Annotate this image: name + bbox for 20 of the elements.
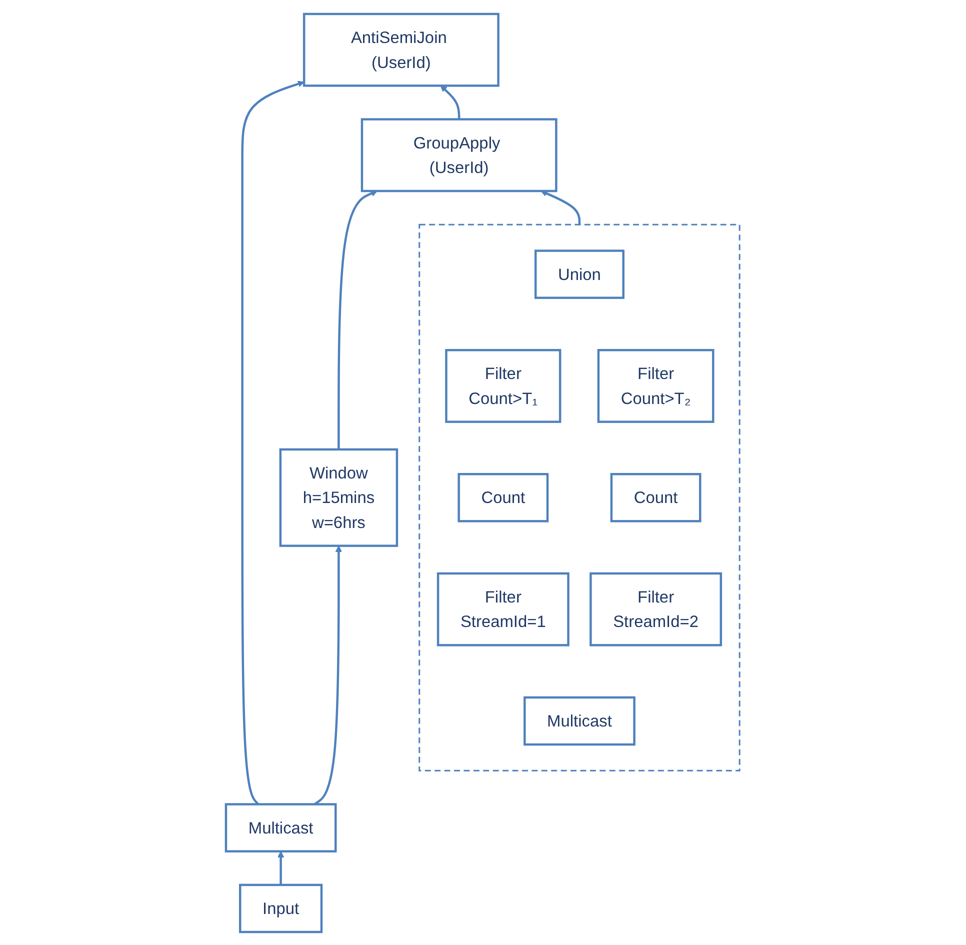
arrow xyxy=(440,84,460,119)
node-box: Window h=15mins w=6hrs xyxy=(280,448,398,546)
node-box: Multicast xyxy=(524,696,636,746)
arrow xyxy=(241,80,305,804)
arrow xyxy=(314,545,342,805)
node-box: Filter Count>T₁ xyxy=(445,348,562,422)
node-box: Count xyxy=(610,472,702,522)
node-box: GroupApply (UserId) xyxy=(361,118,558,192)
node-box: Union xyxy=(534,249,625,298)
node-box: AntiSemiJoin (UserId) xyxy=(303,12,500,86)
node-box: Multicast xyxy=(225,802,337,852)
arrow xyxy=(540,190,581,224)
node-box: Filter StreamId=1 xyxy=(437,572,570,646)
node-box: Count xyxy=(458,472,549,522)
arrow xyxy=(338,190,378,449)
node-box: Filter Count>T₂ xyxy=(598,348,714,422)
node-box: Filter StreamId=2 xyxy=(590,572,722,646)
node-box: Input xyxy=(239,883,323,933)
cluster xyxy=(418,223,741,771)
arrow xyxy=(278,850,284,884)
